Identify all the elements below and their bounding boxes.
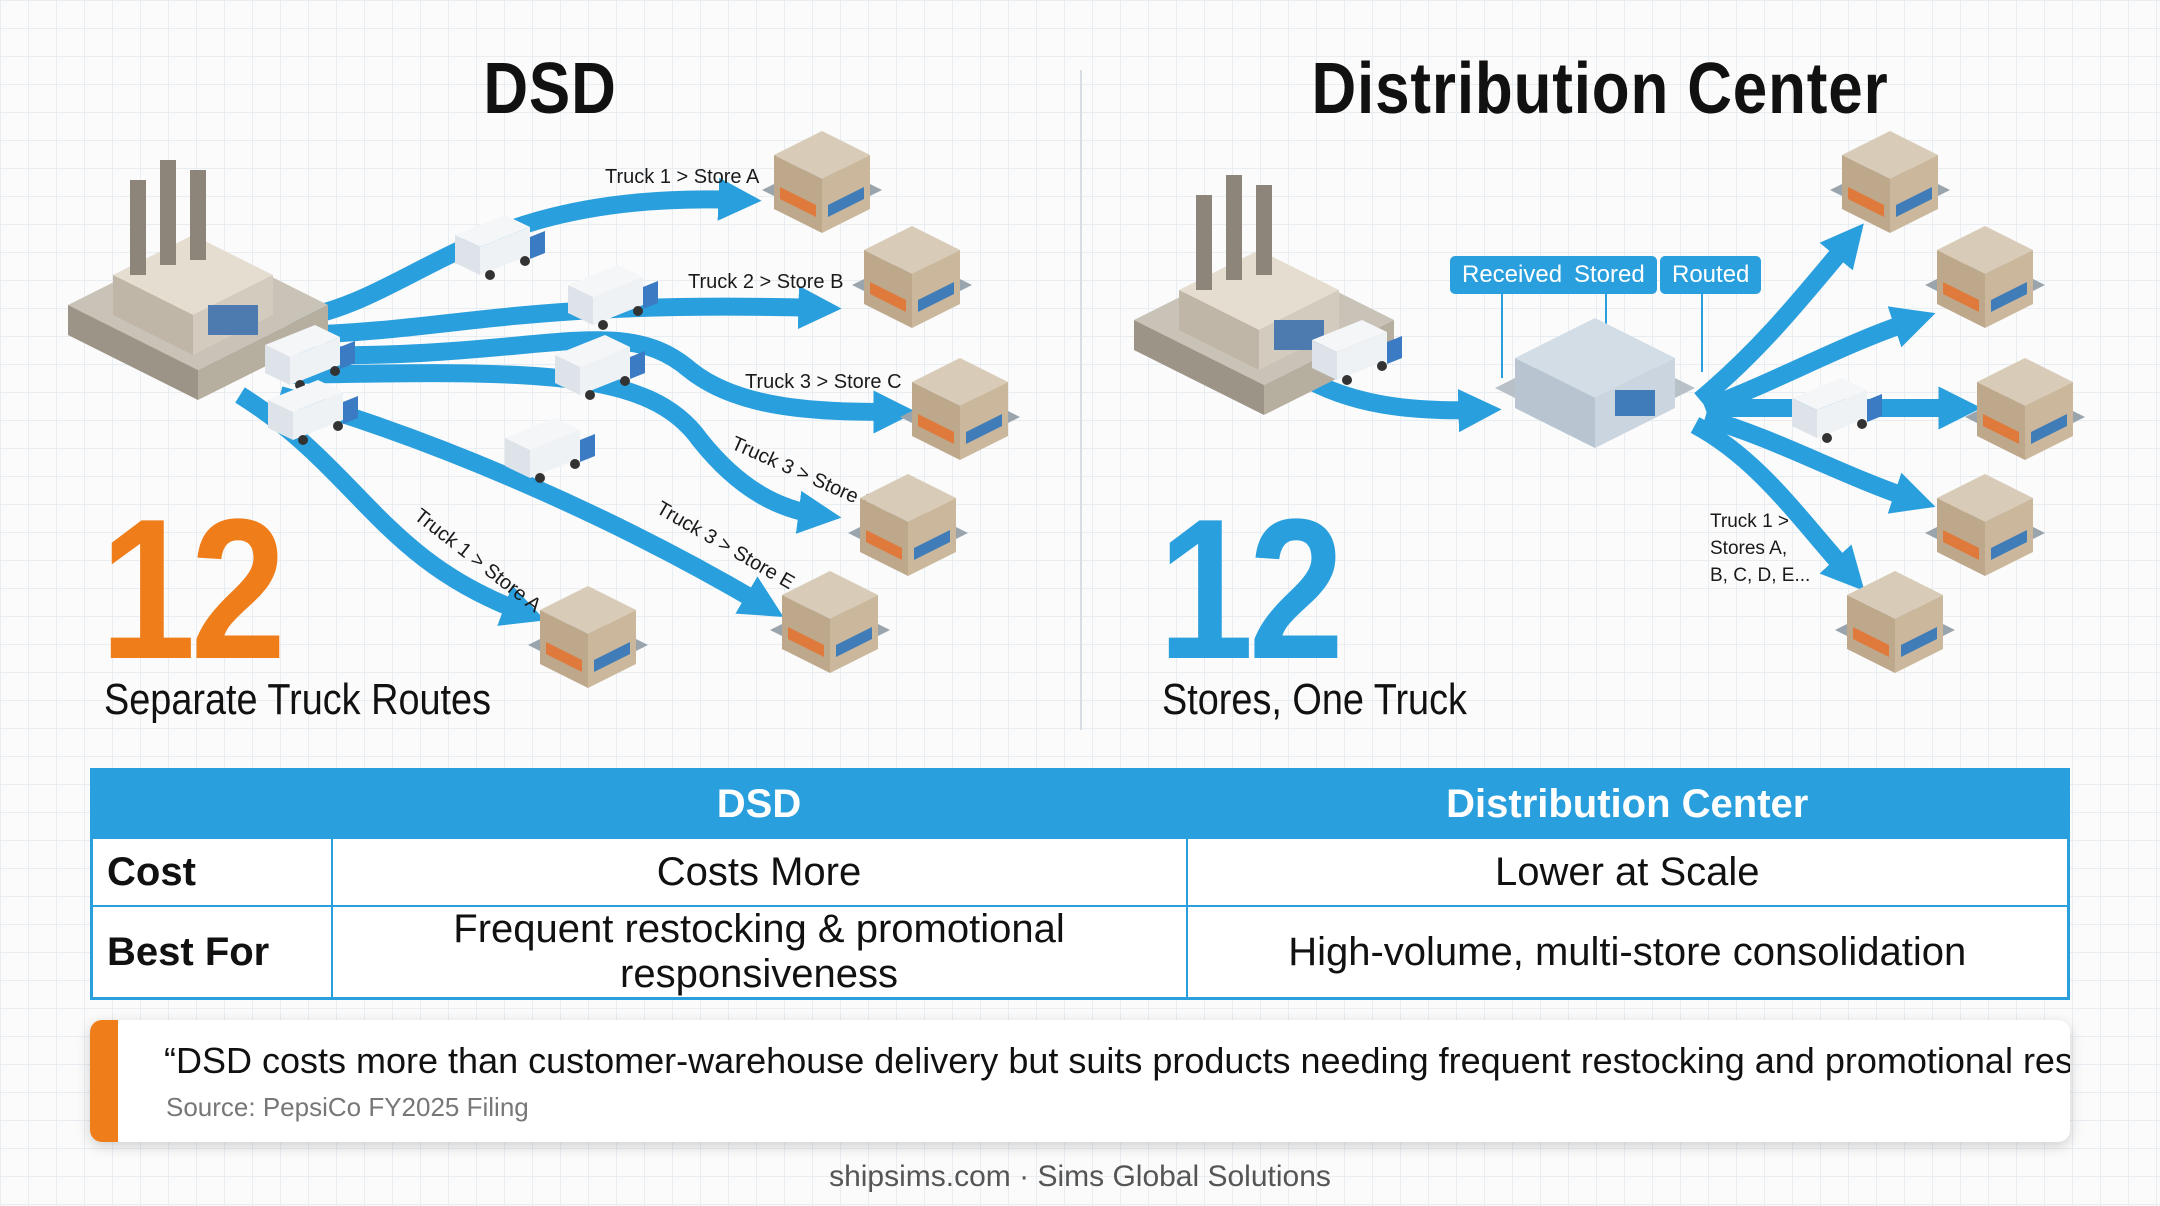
outbound-arrow-4 [1702,409,1936,514]
tag-received: Received [1450,256,1575,294]
table-cell: Costs More [330,837,1188,907]
table-header-cell: DSD [330,768,1188,839]
route-label: Truck 2 > Store B [688,271,843,293]
table-cell: Frequent restocking & promotional respon… [330,905,1188,1000]
footer-credit: shipsims.com · Sims Global Solutions [829,1160,1331,1193]
dc-route-note: Truck 1 > Stores A, B, C, D, E... [1710,508,1810,589]
table-cell: Lower at Scale [1185,837,2070,907]
route-label: Truck 3 > Store C [745,371,902,393]
dc-route-note-line: B, C, D, E... [1710,565,1811,586]
route-arrow-store-d [289,364,842,534]
table-row: Cost Costs More Lower at Scale [90,837,2070,907]
factory-icon [1134,175,1394,415]
store-icon [900,358,1020,460]
dsd-panel-title: DSD [483,49,617,129]
truck-icon [568,265,658,330]
dc-store-count-caption: Stores, One Truck [1162,675,1467,724]
route-label: Truck 1 > Store A [605,166,760,188]
table-header-cell: Distribution Center [1185,768,2070,839]
store-icon [1830,131,1950,233]
route-arrow-store-b [299,285,842,344]
store-icon [1925,474,2045,576]
quote-source: Source: PepsiCo FY2025 Filing [166,1092,529,1122]
dc-store-count: 12 [1158,478,1344,701]
quote-text: “DSD costs more than customer-warehouse … [164,1040,2070,1081]
tag-stored: Stored [1562,256,1657,294]
dc-route-note-line: Stores A, [1710,538,1788,559]
table-row-label: Best For [90,905,333,1000]
store-icon [1835,571,1955,673]
tag-routed: Routed [1660,256,1762,294]
table-cell: High-volume, multi-store consolidation [1185,905,2070,1000]
table-row-label: Cost [90,837,333,907]
outbound-arrow-5 [1690,417,1865,591]
route-arrow-store-c [299,331,917,434]
truck-icon [1792,378,1882,443]
table-header-cell [90,768,333,839]
outbound-arrow-2 [1701,306,1936,417]
dsd-route-count: 12 [100,478,286,701]
dc-route-note-line: Truck 1 > [1710,511,1790,532]
comparison-table: DSD Distribution Center Cost Costs More … [90,768,2070,1000]
store-icon [1965,358,2085,460]
quote-accent-bar [90,1020,118,1142]
store-icon [852,226,972,328]
store-icon [528,586,648,688]
warehouse-icon [1495,318,1695,448]
dsd-route-count-caption: Separate Truck Routes [104,675,492,724]
table-header-row: DSD Distribution Center [90,768,2070,839]
dc-panel-title: Distribution Center [1311,49,1889,129]
outbound-arrow-1 [1694,223,1864,407]
dsd-routes [235,177,917,626]
store-icon [762,131,882,233]
quote-box: “DSD costs more than customer-warehouse … [90,1020,2070,1142]
store-icon [1925,226,2045,328]
panel-divider [1080,70,1082,730]
table-row: Best For Frequent restocking & promotion… [90,905,2070,1000]
